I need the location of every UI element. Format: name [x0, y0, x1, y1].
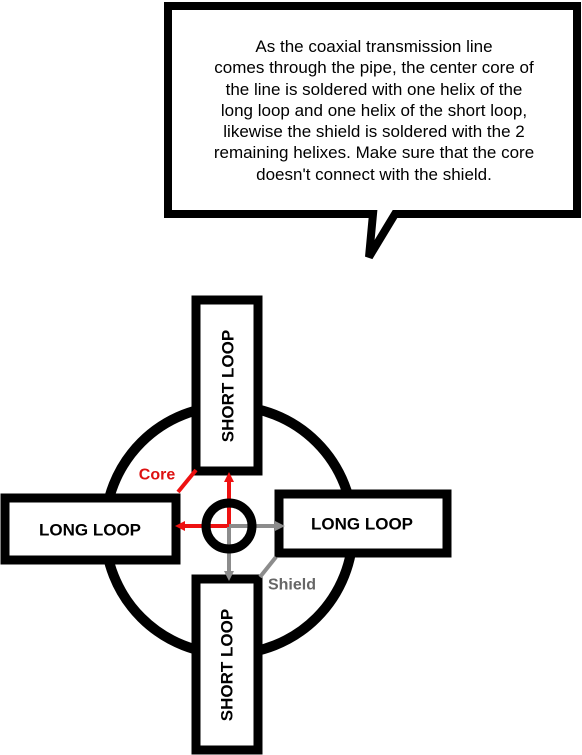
- shield-pointer-line: [258, 555, 278, 579]
- bottom-short-loop-label: SHORT LOOP: [218, 609, 237, 721]
- shield-label: Shield: [268, 577, 316, 594]
- core-pointer-line: [176, 468, 198, 494]
- core-label: Core: [139, 467, 176, 484]
- speech-bubble: [164, 2, 581, 260]
- bottom-short-loop: SHORT LOOP: [191, 574, 263, 755]
- right-long-loop: LONG LOOP: [274, 489, 452, 558]
- left-long-loop: LONG LOOP: [0, 493, 181, 565]
- callout-text: As the coaxial transmission line comes t…: [213, 37, 535, 184]
- top-short-loop: SHORT LOOP: [191, 295, 263, 476]
- left-long-loop-label: LONG LOOP: [39, 521, 141, 540]
- right-long-loop-label: LONG LOOP: [311, 515, 413, 534]
- coax-pipe: [201, 498, 257, 554]
- top-short-loop-label: SHORT LOOP: [219, 330, 238, 442]
